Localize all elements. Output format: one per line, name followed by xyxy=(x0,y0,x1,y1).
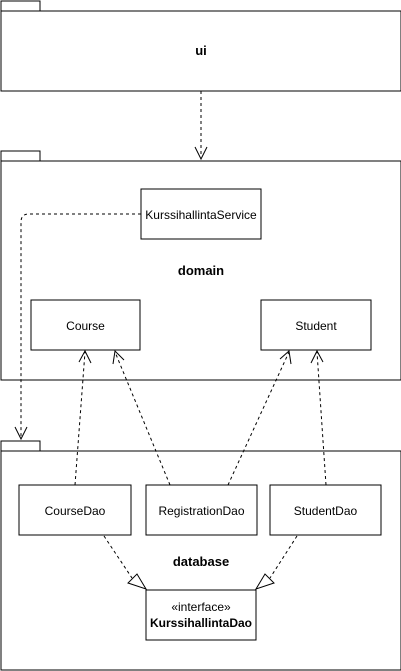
class-course[interactable]: Course xyxy=(30,299,141,351)
package-ui-body xyxy=(0,10,401,92)
interface-name: KurssihallintaDao xyxy=(150,616,252,630)
interface-kurssihallinta-dao-box xyxy=(145,589,257,641)
dependency-studentdao-student-arrowhead xyxy=(310,349,324,364)
realization-coursedao-interface-arrowhead xyxy=(127,573,148,590)
dependency-service-database-arrowhead xyxy=(14,426,28,441)
class-registration-dao-box xyxy=(145,484,258,536)
interface-stereotype: «interface» xyxy=(171,600,231,614)
dependency-coursedao-course xyxy=(74,349,92,486)
realization-studentdao-interface-line xyxy=(269,535,298,579)
class-student-box xyxy=(260,299,372,351)
dependency-coursedao-course-arrowhead xyxy=(78,349,92,364)
package-domain-label: domain xyxy=(178,263,224,278)
dependency-registrationdao-student xyxy=(227,350,292,486)
class-student-dao-label: StudentDao xyxy=(294,504,358,518)
dependency-studentdao-student xyxy=(310,349,327,486)
dependency-ui-domain xyxy=(194,91,208,161)
package-database-label: database xyxy=(173,554,229,569)
dependency-registrationdao-student-line xyxy=(227,351,290,486)
package-ui[interactable]: ui xyxy=(0,0,401,92)
realization-coursedao-interface xyxy=(103,535,148,590)
dependency-studentdao-student-line xyxy=(316,351,327,486)
class-student-dao-box xyxy=(269,484,382,536)
class-kurssihallinta-service-label: KurssihallintaService xyxy=(145,208,257,222)
dependency-registrationdao-course xyxy=(112,349,171,486)
class-course-box xyxy=(30,299,141,351)
class-registration-dao-label: RegistrationDao xyxy=(158,504,244,518)
class-course-label: Course xyxy=(66,319,105,333)
class-course-dao-box xyxy=(18,484,132,536)
dependency-registrationdao-student-arrowhead xyxy=(279,350,292,365)
class-course-dao-label: CourseDao xyxy=(45,504,106,518)
package-ui-tab xyxy=(0,0,41,12)
class-course-dao[interactable]: CourseDao xyxy=(18,484,132,536)
dependency-coursedao-course-line xyxy=(74,351,86,486)
class-student-label: Student xyxy=(295,319,337,333)
class-kurssihallinta-service[interactable]: KurssihallintaService xyxy=(140,188,262,240)
package-database-tab xyxy=(0,440,41,452)
class-registration-dao[interactable]: RegistrationDao xyxy=(145,484,258,536)
package-ui-label: ui xyxy=(195,43,207,58)
dependency-ui-domain-arrowhead xyxy=(194,146,208,161)
interface-kurssihallinta-dao[interactable]: «interface» KurssihallintaDao xyxy=(145,589,257,641)
realization-studentdao-interface xyxy=(254,535,298,590)
dependency-registrationdao-course-arrowhead xyxy=(112,349,125,365)
realization-studentdao-interface-arrowhead xyxy=(254,573,275,590)
package-domain-tab xyxy=(0,150,41,162)
class-student-dao[interactable]: StudentDao xyxy=(269,484,382,536)
class-student[interactable]: Student xyxy=(260,299,372,351)
realization-coursedao-interface-line xyxy=(103,535,133,579)
dependency-service-database xyxy=(14,213,141,441)
